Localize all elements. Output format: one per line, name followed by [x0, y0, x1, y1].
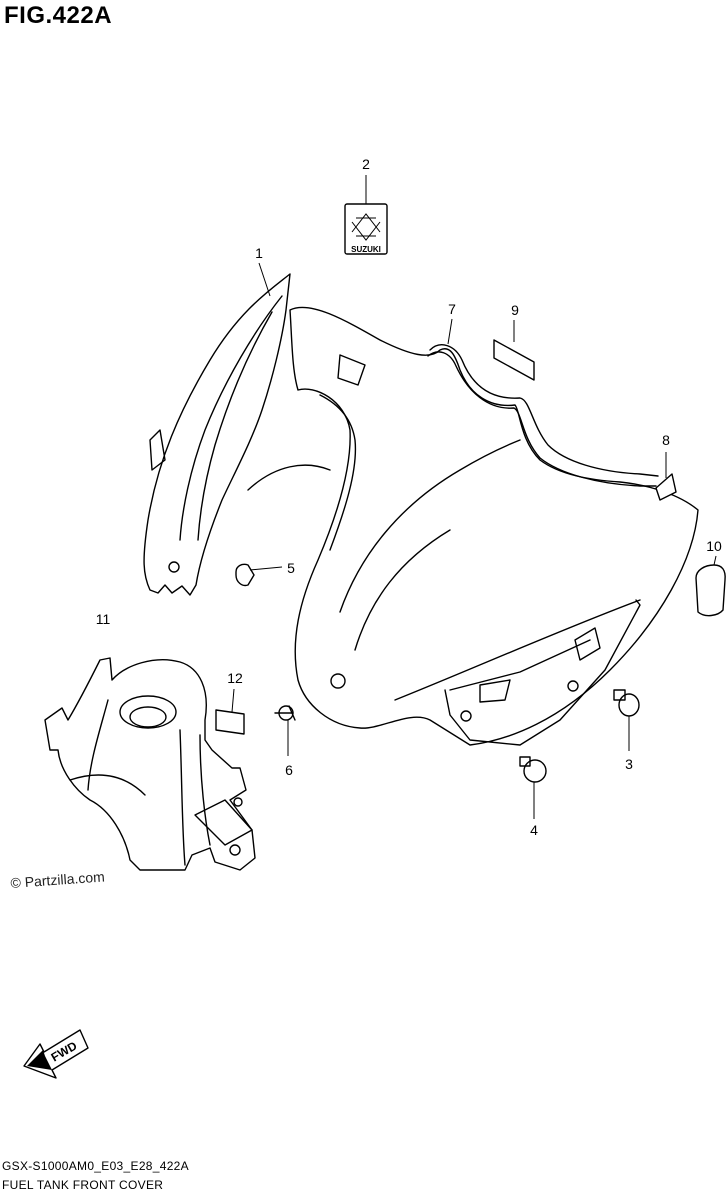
- callout-10[interactable]: 10: [706, 538, 722, 554]
- callout-2[interactable]: 2: [362, 156, 370, 172]
- part-6-rivet[interactable]: [274, 705, 296, 721]
- callout-7[interactable]: 7: [448, 301, 456, 317]
- part-5-clip[interactable]: [235, 563, 255, 587]
- callout-1[interactable]: 1: [255, 245, 263, 261]
- part-2-emblem[interactable]: SUZUKI: [344, 203, 388, 255]
- part-4-bolt[interactable]: [519, 756, 547, 783]
- callout-4[interactable]: 4: [530, 822, 538, 838]
- part-11-inner-cover[interactable]: [44, 657, 256, 871]
- fwd-arrow: FWD: [23, 1029, 89, 1079]
- fuel-tank-front-cover[interactable]: [247, 306, 699, 746]
- part-3-bolt[interactable]: [613, 689, 640, 717]
- callout-12[interactable]: 12: [227, 670, 243, 686]
- emblem-text: SUZUKI: [351, 245, 381, 254]
- figure-title: FIG.422A: [4, 2, 113, 29]
- callout-6[interactable]: 6: [285, 762, 293, 778]
- part-10-cap[interactable]: [695, 564, 726, 617]
- part-9-pad[interactable]: [493, 339, 535, 381]
- figure-name: FUEL TANK FRONT COVER: [2, 1178, 164, 1192]
- part-12-pad[interactable]: [215, 709, 245, 735]
- callout-11[interactable]: 11: [95, 611, 111, 627]
- callout-5[interactable]: 5: [287, 560, 295, 576]
- part-7-seal-strip[interactable]: [427, 344, 659, 487]
- callout-8[interactable]: 8: [662, 432, 670, 448]
- callout-3[interactable]: 3: [625, 756, 633, 772]
- leader-lines: [231, 175, 717, 819]
- part-8-pad[interactable]: [655, 473, 677, 501]
- model-code: GSX-S1000AM0_E03_E28_422A: [2, 1159, 189, 1173]
- part-1-cover-panel[interactable]: [143, 273, 291, 596]
- callout-9[interactable]: 9: [511, 302, 519, 318]
